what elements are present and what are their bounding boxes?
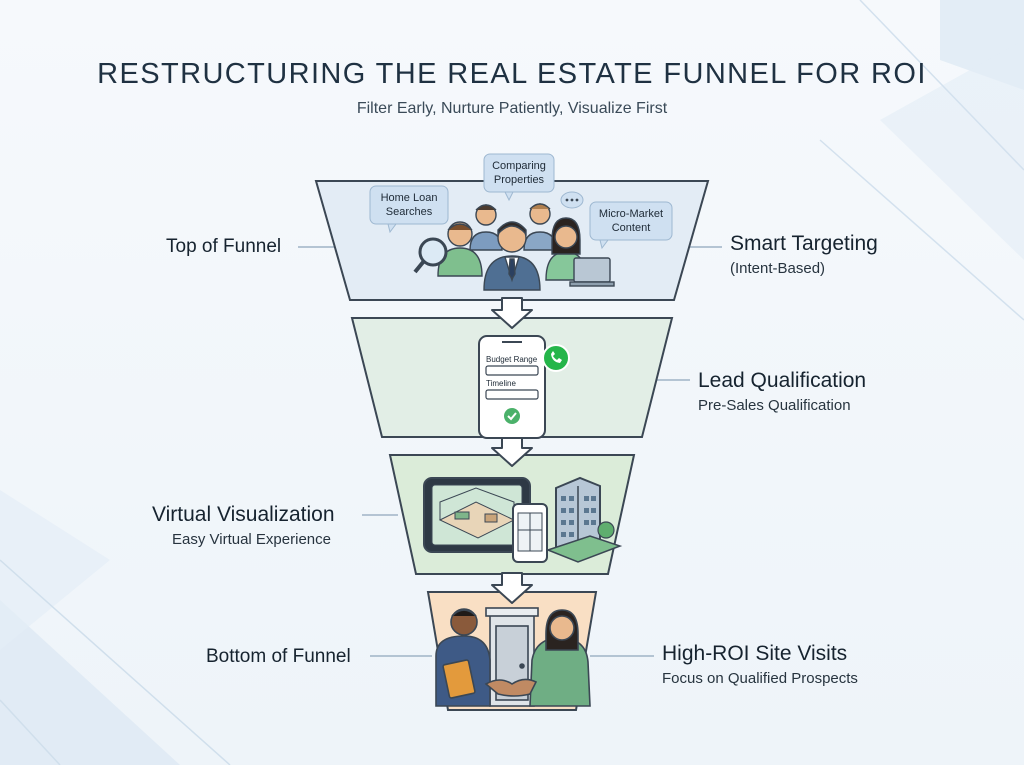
bubble-micro-market bbox=[589, 201, 673, 241]
arrow-3-icon bbox=[491, 572, 533, 604]
label-top-of-funnel: Top of Funnel bbox=[166, 236, 282, 257]
label-high-roi: High-ROI Site Visits bbox=[662, 642, 848, 665]
form-label-timeline: Timeline bbox=[486, 379, 516, 388]
arrow-1-icon bbox=[491, 297, 533, 329]
bubble-comparing-text: Comparing Properties bbox=[492, 160, 546, 186]
phone-form-icon bbox=[478, 335, 570, 439]
label-bottom-of-funnel: Bottom of Funnel bbox=[206, 646, 351, 667]
bubble-home-loan-text: Home Loan Searches bbox=[380, 192, 438, 218]
form-label-budget: Budget Range bbox=[486, 355, 538, 364]
page-title: RESTRUCTURING THE REAL ESTATE FUNNEL FOR… bbox=[97, 58, 927, 90]
label-lead-qualification: Lead Qualification bbox=[698, 369, 867, 392]
whatsapp-icon bbox=[542, 344, 570, 372]
check-icon bbox=[504, 408, 520, 424]
bubbles bbox=[369, 153, 673, 250]
handshake-scene-icon bbox=[435, 607, 591, 707]
label-pre-sales: Pre-Sales Qualification bbox=[698, 397, 851, 414]
bubble-micro-market-text: Micro-Market Content bbox=[598, 208, 664, 234]
magnifier-icon bbox=[418, 237, 448, 267]
label-easy-virtual: Easy Virtual Experience bbox=[172, 531, 331, 548]
label-virtual-visualization: Virtual Visualization bbox=[152, 503, 335, 526]
virtual-devices-icon bbox=[423, 476, 623, 563]
clipboard-icon bbox=[442, 659, 476, 699]
label-smart-targeting: Smart Targeting bbox=[730, 232, 878, 255]
people-group-icon bbox=[413, 203, 615, 291]
laptop-icon bbox=[573, 257, 611, 283]
bubble-home-loan bbox=[369, 185, 449, 225]
label-focus-qualified: Focus on Qualified Prospects bbox=[662, 670, 858, 687]
bubble-comparing bbox=[483, 153, 555, 193]
label-intent-based: (Intent-Based) bbox=[730, 260, 826, 277]
page-subtitle: Filter Early, Nurture Patiently, Visuali… bbox=[356, 100, 668, 117]
